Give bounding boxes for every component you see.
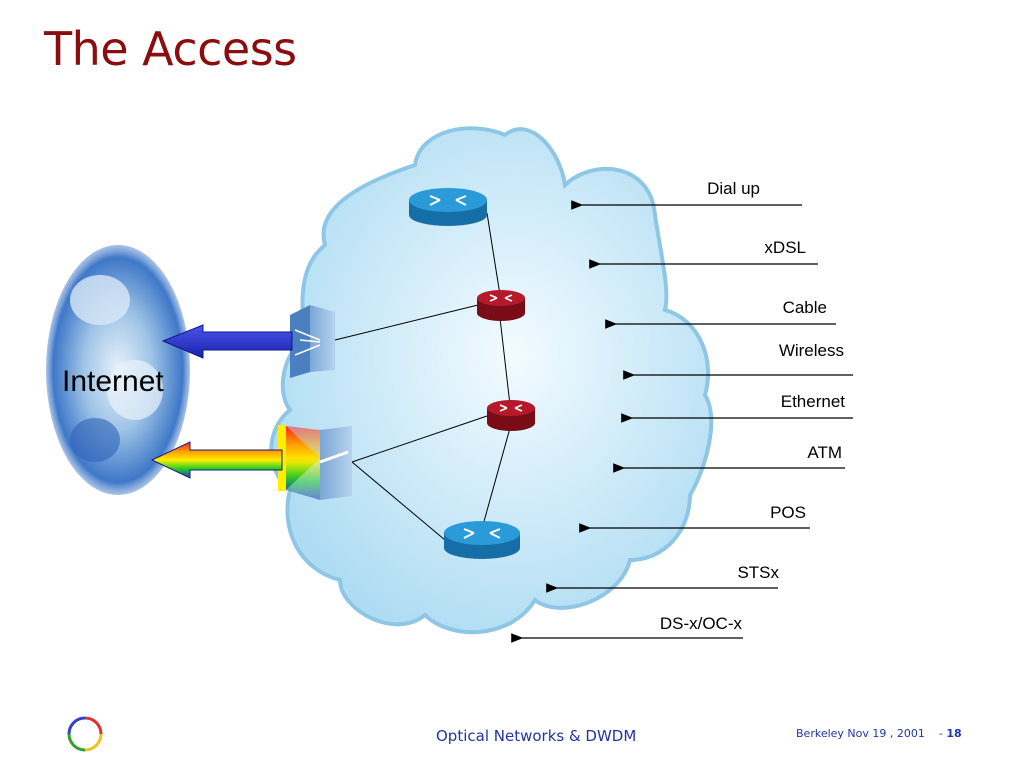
tech-label-ethernet: Ethernet [780,392,845,411]
tech-label-cable: Cable [782,298,827,317]
tech-label-pos: POS [770,503,806,522]
internet-label: Internet [62,365,164,398]
blue-router-icon [409,188,487,226]
footer-separator: - [938,727,943,740]
page-number: 18 [946,727,962,740]
red-router-icon [477,290,525,321]
tech-label-wireless: Wireless [778,341,844,360]
blue-router-icon [444,521,520,559]
tech-label-atm: ATM [807,443,842,462]
tech-label-stsx: STSx [737,563,779,582]
technology-pointers [511,200,853,643]
tech-label-dial-up: Dial up [707,179,760,198]
tech-label-xdsl: xDSL [764,238,806,257]
red-router-icon [487,400,535,431]
logo-ring-icon [67,716,103,752]
footer-date: Berkeley Nov 19 , 2001 [796,727,925,740]
rainbow-arrow-icon [150,441,283,479]
tech-label-ds-oc: DS-x/OC-x [659,614,742,633]
footer-info: Berkeley Nov 19 , 2001- 18 [796,727,962,740]
footer-title: Optical Networks & DWDM [436,727,637,745]
access-switch-icon [290,305,335,378]
internet-cloud-icon [46,245,190,495]
access-cloud [269,126,714,635]
network-links [334,212,511,541]
blue-arrow-icon [161,324,293,359]
dwdm-prism-icon [278,425,352,500]
slide-title: The Access [44,22,297,76]
